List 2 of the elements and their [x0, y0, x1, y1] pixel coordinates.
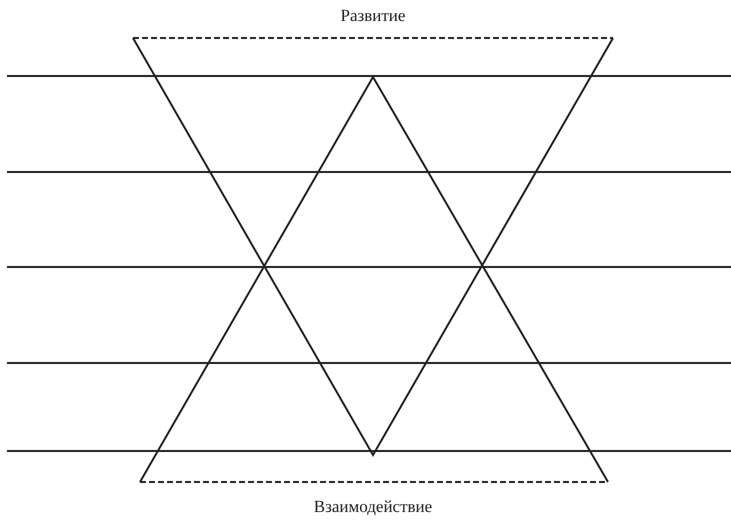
axis-label: Развитие [340, 7, 406, 24]
axis-label: Взаимодействие [314, 498, 432, 515]
